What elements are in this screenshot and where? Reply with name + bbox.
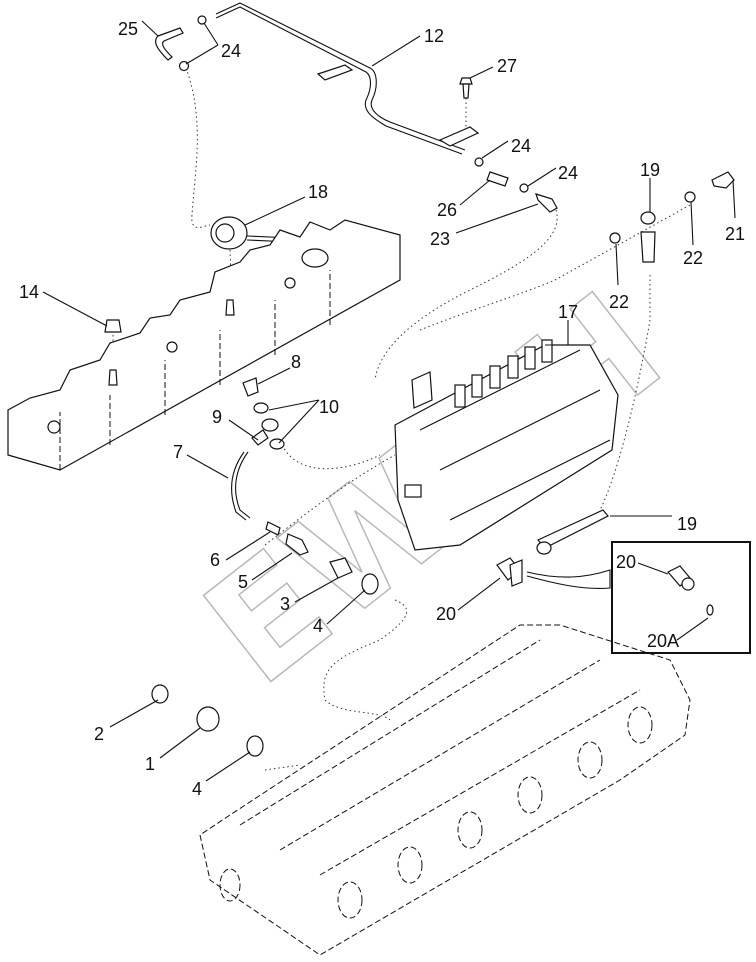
- callout-4[interactable]: 4: [192, 779, 202, 799]
- part-2-plug: [151, 684, 169, 704]
- inset-detail-box: [611, 541, 751, 654]
- callout-3[interactable]: 3: [280, 594, 290, 614]
- part-8-banjo-bolt: [242, 377, 259, 397]
- callout-19[interactable]: 19: [677, 514, 697, 534]
- callout-5[interactable]: 5: [238, 572, 248, 592]
- part-3-connector: [329, 557, 353, 579]
- cylinder-head: [199, 624, 691, 956]
- part-6-fitting: [265, 521, 281, 536]
- callout-9[interactable]: 9: [212, 407, 222, 427]
- callout-24[interactable]: 24: [558, 163, 578, 183]
- part-1-plug: [196, 706, 220, 732]
- part-18-actuator: [210, 216, 293, 250]
- callout-20[interactable]: 20: [436, 604, 456, 624]
- part-25-hose: [155, 27, 184, 61]
- part-19-banjo: [640, 211, 656, 263]
- part-4-seal-lower: [246, 735, 264, 757]
- callout-24[interactable]: 24: [511, 136, 531, 156]
- callout-2[interactable]: 2: [94, 724, 104, 744]
- callout-10[interactable]: 10: [319, 397, 339, 417]
- callout-26[interactable]: 26: [437, 200, 457, 220]
- callout-8[interactable]: 8: [291, 352, 301, 372]
- callout-27[interactable]: 27: [497, 56, 517, 76]
- part-21-bolt: [711, 171, 735, 189]
- callout-22[interactable]: 22: [683, 248, 703, 268]
- leader-lines: [42, 20, 736, 782]
- part-22-washers: [609, 191, 696, 244]
- part-4-seal-upper: [361, 573, 379, 595]
- callout-25[interactable]: 25: [118, 19, 138, 39]
- callout-12[interactable]: 12: [424, 26, 444, 46]
- part-12-fuel-return-line: [215, 2, 480, 155]
- callout-19[interactable]: 19: [640, 160, 660, 180]
- callout-20a[interactable]: 20A: [647, 631, 679, 651]
- callout-24[interactable]: 24: [221, 41, 241, 61]
- part-20-elbow: [496, 557, 611, 589]
- callout-23[interactable]: 23: [430, 229, 450, 249]
- part-19-pipe: [536, 509, 609, 555]
- callout-17[interactable]: 17: [558, 302, 578, 322]
- callout-7[interactable]: 7: [173, 442, 183, 462]
- callout-6[interactable]: 6: [210, 550, 220, 570]
- callout-labels: 1 2 3 4 4 5 6 7 8 9 10 12 14 17 18 19 19…: [19, 19, 745, 799]
- part-5-fitting: [285, 533, 309, 556]
- callout-1[interactable]: 1: [145, 754, 155, 774]
- part-7-pipe: [231, 451, 251, 521]
- part-23-fitting: [535, 193, 558, 213]
- callout-22[interactable]: 22: [609, 292, 629, 312]
- callout-21[interactable]: 21: [725, 224, 745, 244]
- part-14-nut: [104, 299, 235, 386]
- callout-18[interactable]: 18: [308, 182, 328, 202]
- callout-20-inset[interactable]: 20: [616, 552, 636, 572]
- valve-cover: [7, 219, 401, 471]
- part-17-injection-pump: [394, 339, 619, 551]
- part-26-sleeve: [486, 171, 509, 187]
- callout-14[interactable]: 14: [19, 282, 39, 302]
- part-27-bolt: [459, 77, 473, 99]
- callout-4[interactable]: 4: [313, 616, 323, 636]
- part-9-banjo: [251, 418, 279, 446]
